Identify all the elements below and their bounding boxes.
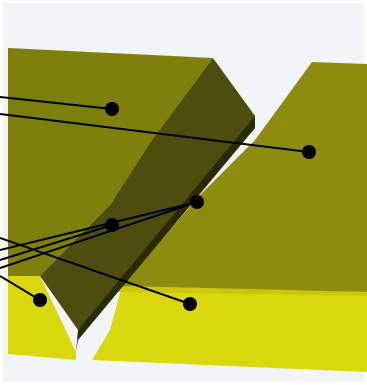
leader-line-6: [0, 275, 41, 301]
slab-shadow-edge: [76, 116, 255, 352]
callout-dot-6: [183, 297, 197, 311]
callout-dot-2: [302, 145, 316, 159]
callout-dots: [33, 102, 316, 311]
callout-dot-5: [33, 293, 47, 307]
leader-line-1: [0, 96, 113, 110]
leader-line-7: [0, 201, 198, 269]
leader-lines: [0, 96, 310, 305]
leader-line-2: [0, 113, 310, 153]
leader-line-5: [0, 237, 191, 305]
leader-line-4: [0, 224, 113, 261]
callout-dot-1: [105, 102, 119, 116]
dark-inclined-slab: [40, 58, 255, 330]
leader-line-3: [0, 201, 198, 251]
olive-block-left: [8, 48, 213, 276]
olive-block-right: [122, 62, 367, 292]
yellow-base-strip-left: [8, 276, 76, 360]
yellow-strip-top-edge: [118, 286, 367, 296]
callout-dot-3: [190, 195, 204, 209]
callout-dot-4: [105, 218, 119, 232]
yellow-base-strip-right: [92, 286, 367, 372]
